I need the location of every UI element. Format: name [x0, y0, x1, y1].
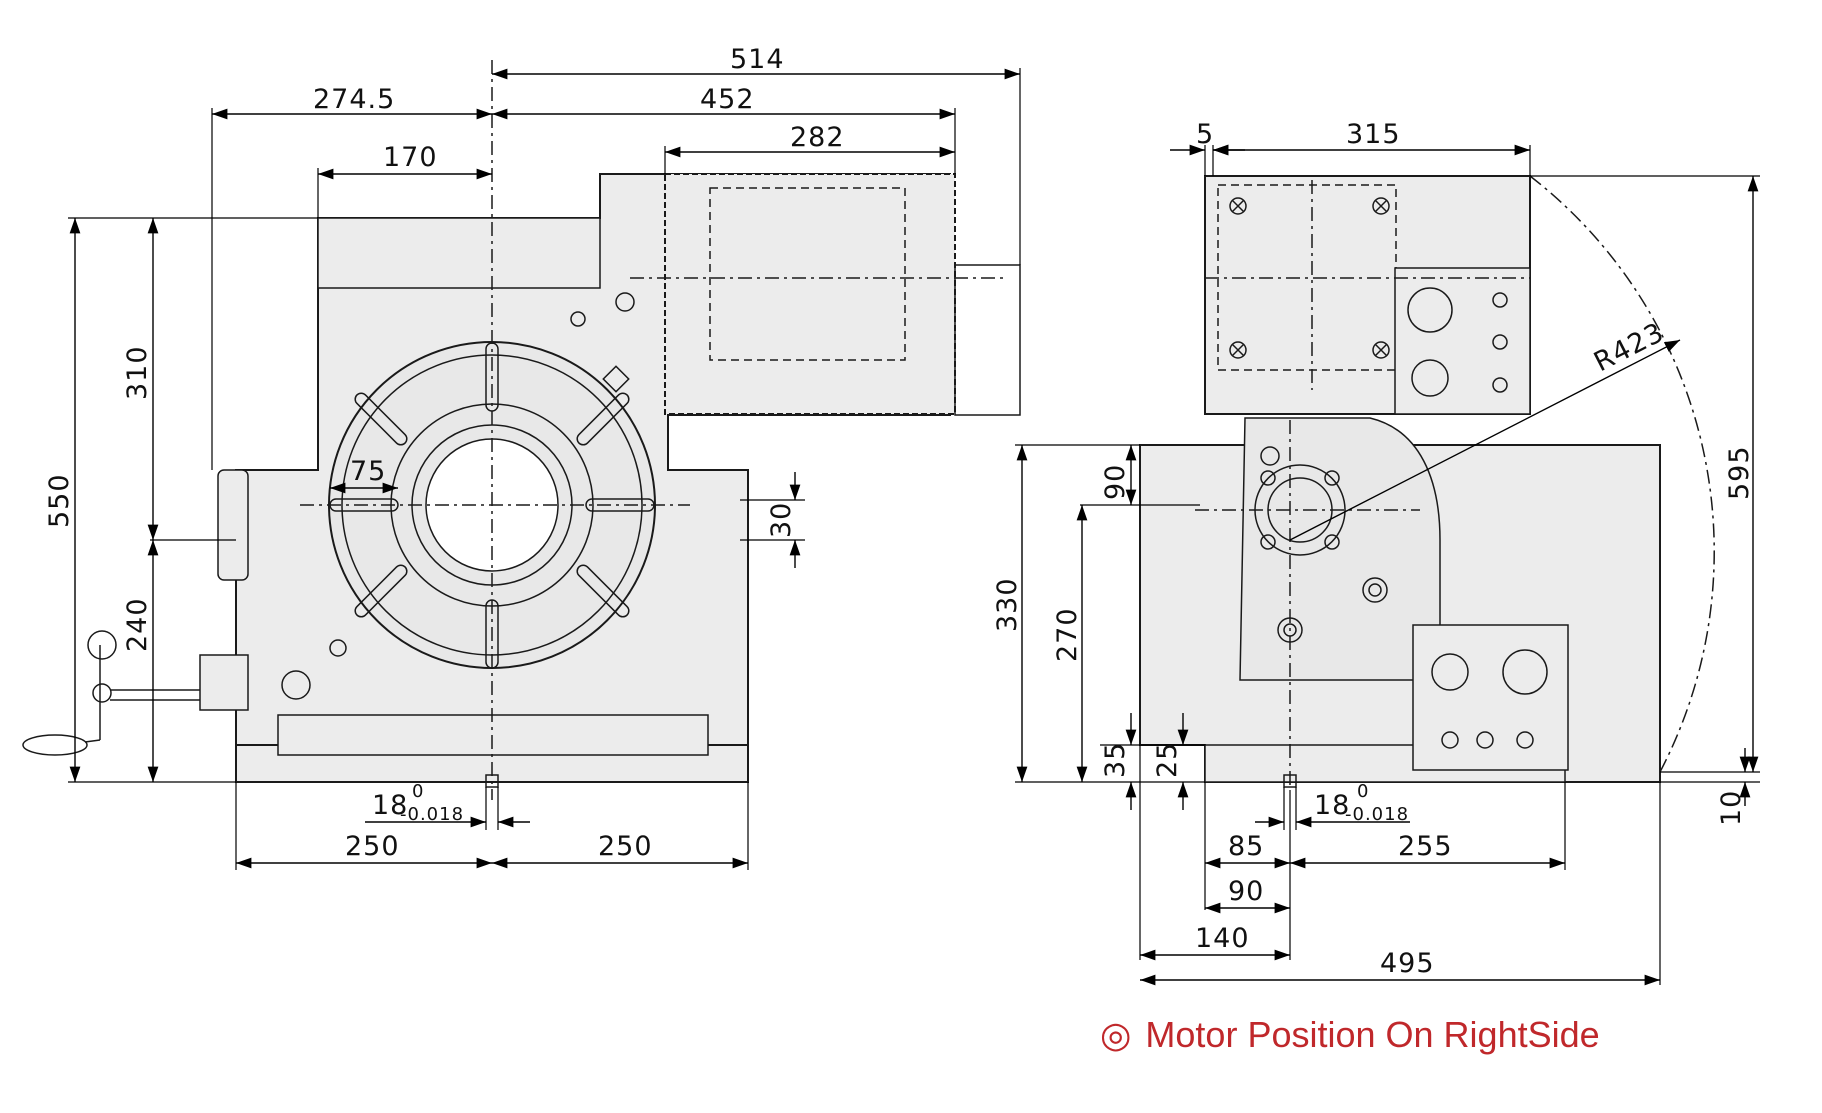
dim-310: 310	[122, 345, 153, 400]
dim-240: 240	[122, 597, 153, 652]
dim-140: 140	[1195, 923, 1250, 954]
dim-315: 315	[1346, 119, 1401, 150]
dim-r423: R423	[1589, 317, 1669, 378]
left-view	[22, 60, 1021, 800]
dim-5: 5	[1196, 119, 1214, 150]
dim-18-right-tol-up: 0	[1357, 781, 1369, 802]
dim-495: 495	[1380, 948, 1435, 979]
dim-75: 75	[350, 456, 386, 487]
dim-18-right-tol-dn: -0.018	[1345, 804, 1409, 825]
dim-90-horizontal: 90	[1228, 876, 1264, 907]
dim-282: 282	[790, 122, 845, 153]
right-view: R423	[1139, 175, 1715, 790]
dim-255: 255	[1398, 831, 1453, 862]
dim-595: 595	[1724, 445, 1755, 500]
dim-18-left: 18	[372, 790, 408, 821]
dim-330: 330	[992, 577, 1023, 632]
dim-170: 170	[383, 142, 438, 173]
dim-18-left-tol-dn: -0.018	[400, 804, 464, 825]
dim-452: 452	[700, 84, 755, 115]
dim-90-vertical: 90	[1100, 464, 1131, 500]
dim-550: 550	[44, 473, 75, 528]
dim-250-left: 250	[345, 831, 400, 862]
double-circle-icon: ◎	[1100, 1014, 1132, 1055]
left-view-dimensions: 514 452 274.5 282 170 550 310 240 75 30 …	[44, 44, 1021, 870]
dim-18-right: 18	[1314, 790, 1350, 821]
dim-10: 10	[1716, 790, 1747, 826]
dim-274-5: 274.5	[313, 84, 395, 115]
motor-position-text: Motor Position On RightSide	[1145, 1014, 1600, 1055]
dim-30: 30	[766, 502, 797, 538]
dim-18-left-tol-up: 0	[412, 781, 424, 802]
dim-85: 85	[1228, 831, 1264, 862]
dim-25: 25	[1152, 742, 1183, 778]
dim-250-right: 250	[598, 831, 653, 862]
dim-35: 35	[1100, 742, 1131, 778]
dim-270: 270	[1052, 607, 1083, 662]
right-view-dimensions: 5 315 595 10 330 270 90 35 25 18 0 -0.01…	[992, 119, 1760, 986]
motor-position-note: ◎ Motor Position On RightSide	[1100, 1014, 1600, 1056]
dim-514: 514	[730, 44, 785, 75]
